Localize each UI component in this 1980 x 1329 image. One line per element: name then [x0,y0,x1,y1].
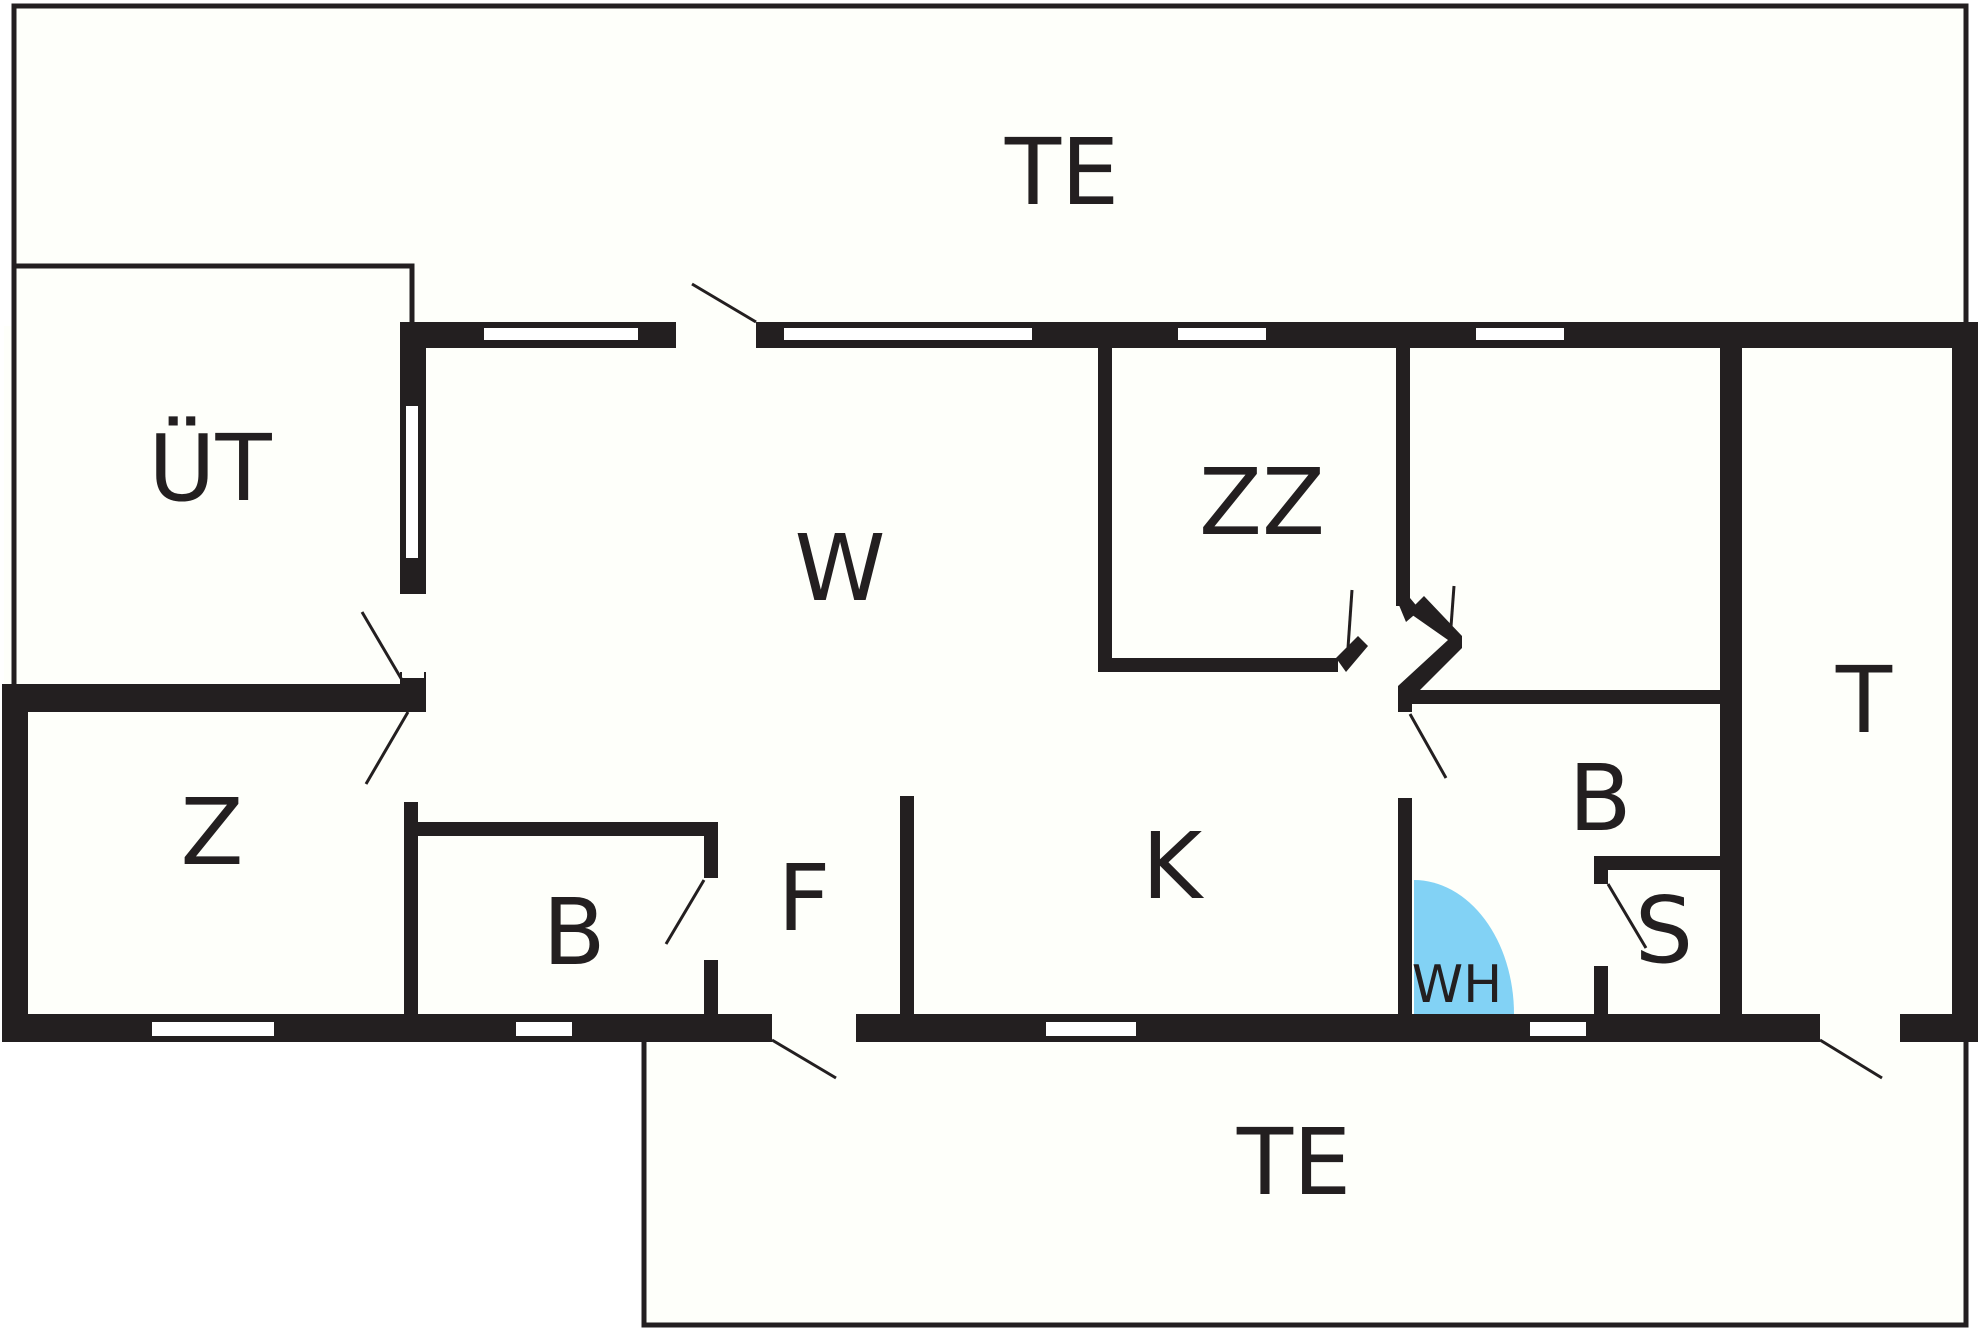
wall-bath-right-upper [704,822,718,878]
terrace-top-outline [11,3,1969,688]
wall-bath-top [1398,690,1728,704]
wall-t-left [1728,344,1742,1018]
water-heater-symbol [1414,880,1514,1014]
label-kitchen: K [1142,813,1205,920]
wall-bath-diagonal [1398,596,1462,698]
wall-hall-right [900,796,914,1016]
label-terrace-right: T [1835,647,1893,754]
door-opening-z [404,716,418,802]
window [516,1022,572,1036]
wall-bottom [2,1014,1978,1042]
wall-bath-top [410,822,718,836]
door-opening-sauna [1594,884,1608,966]
label-hall: F [778,845,831,952]
door-leaf-top [691,282,757,324]
wall-zz-right-corner [1396,598,1420,622]
terrace-bottom-floor [642,1040,1968,1325]
label-bath-small: B [542,879,605,986]
wall-left [2,684,28,1042]
label-utility: ÜT [148,415,272,522]
door-openings [402,322,1900,1042]
label-sauna: S [1635,877,1693,984]
outer-outlines [11,3,1969,1328]
label-bath-right: B [1568,745,1631,852]
label-terrace-bottom: TE [1236,1109,1351,1216]
door-leaf-bath [664,879,706,945]
door-opening-ut [402,596,424,678]
label-room-zz: ZZ [1199,449,1325,556]
wall-right [1952,322,1978,1042]
wall-zz-left [1098,344,1112,672]
door-opening-t [1820,1014,1900,1042]
window [484,328,638,340]
house-floor [4,326,1976,1040]
wall-sauna-left-lower [1594,966,1608,1018]
wall-z-top [2,684,426,712]
door-leaf-zz [1346,589,1354,649]
wall-k-right-upper [1398,690,1412,712]
door-opening-top [676,322,756,348]
door-opening-bath-right [1398,714,1412,796]
door-leaf-hall [771,1038,837,1080]
wall-sauna-left-upper [1594,856,1608,884]
door-opening-hall [772,1014,856,1042]
door-leaves [360,282,1883,1080]
label-water-heater: WH [1412,955,1503,1015]
wall-k-right-lower [1398,798,1412,1016]
window [1046,1022,1136,1036]
door-leaf-bath-right [1408,713,1448,779]
window [784,328,1032,340]
door-leaf-z [364,711,410,785]
door-leaf-ut [360,611,404,681]
window [406,406,418,558]
wall-zz-right [1396,344,1410,606]
windows [152,328,1586,1036]
utility-outline [14,263,415,326]
door-leaf-sauna [1606,883,1648,949]
window [1178,328,1266,340]
wall-bath-right-lower [704,960,718,1016]
wall-zz-bottom [1098,658,1338,672]
wall-w-left-lower [400,672,426,712]
wall-zz-corner [1336,636,1368,672]
label-terrace-top: TE [1004,119,1119,226]
window [1530,1022,1586,1036]
label-bedroom-left: Z [180,779,243,886]
door-leaf-t [1819,1038,1883,1080]
floor-areas [4,6,1976,1325]
door-opening-bath [704,880,718,960]
wall-sauna-top [1594,856,1734,870]
door-leaf-bath-diag [1448,585,1456,641]
terrace-bottom-outline [641,1040,1969,1328]
window [1476,328,1564,340]
room-labels: TE ÜT W ZZ T Z B F K B WH S TE [148,119,1893,1216]
window [152,1022,274,1036]
label-living: W [795,515,886,622]
wall-z-right [404,800,418,1016]
